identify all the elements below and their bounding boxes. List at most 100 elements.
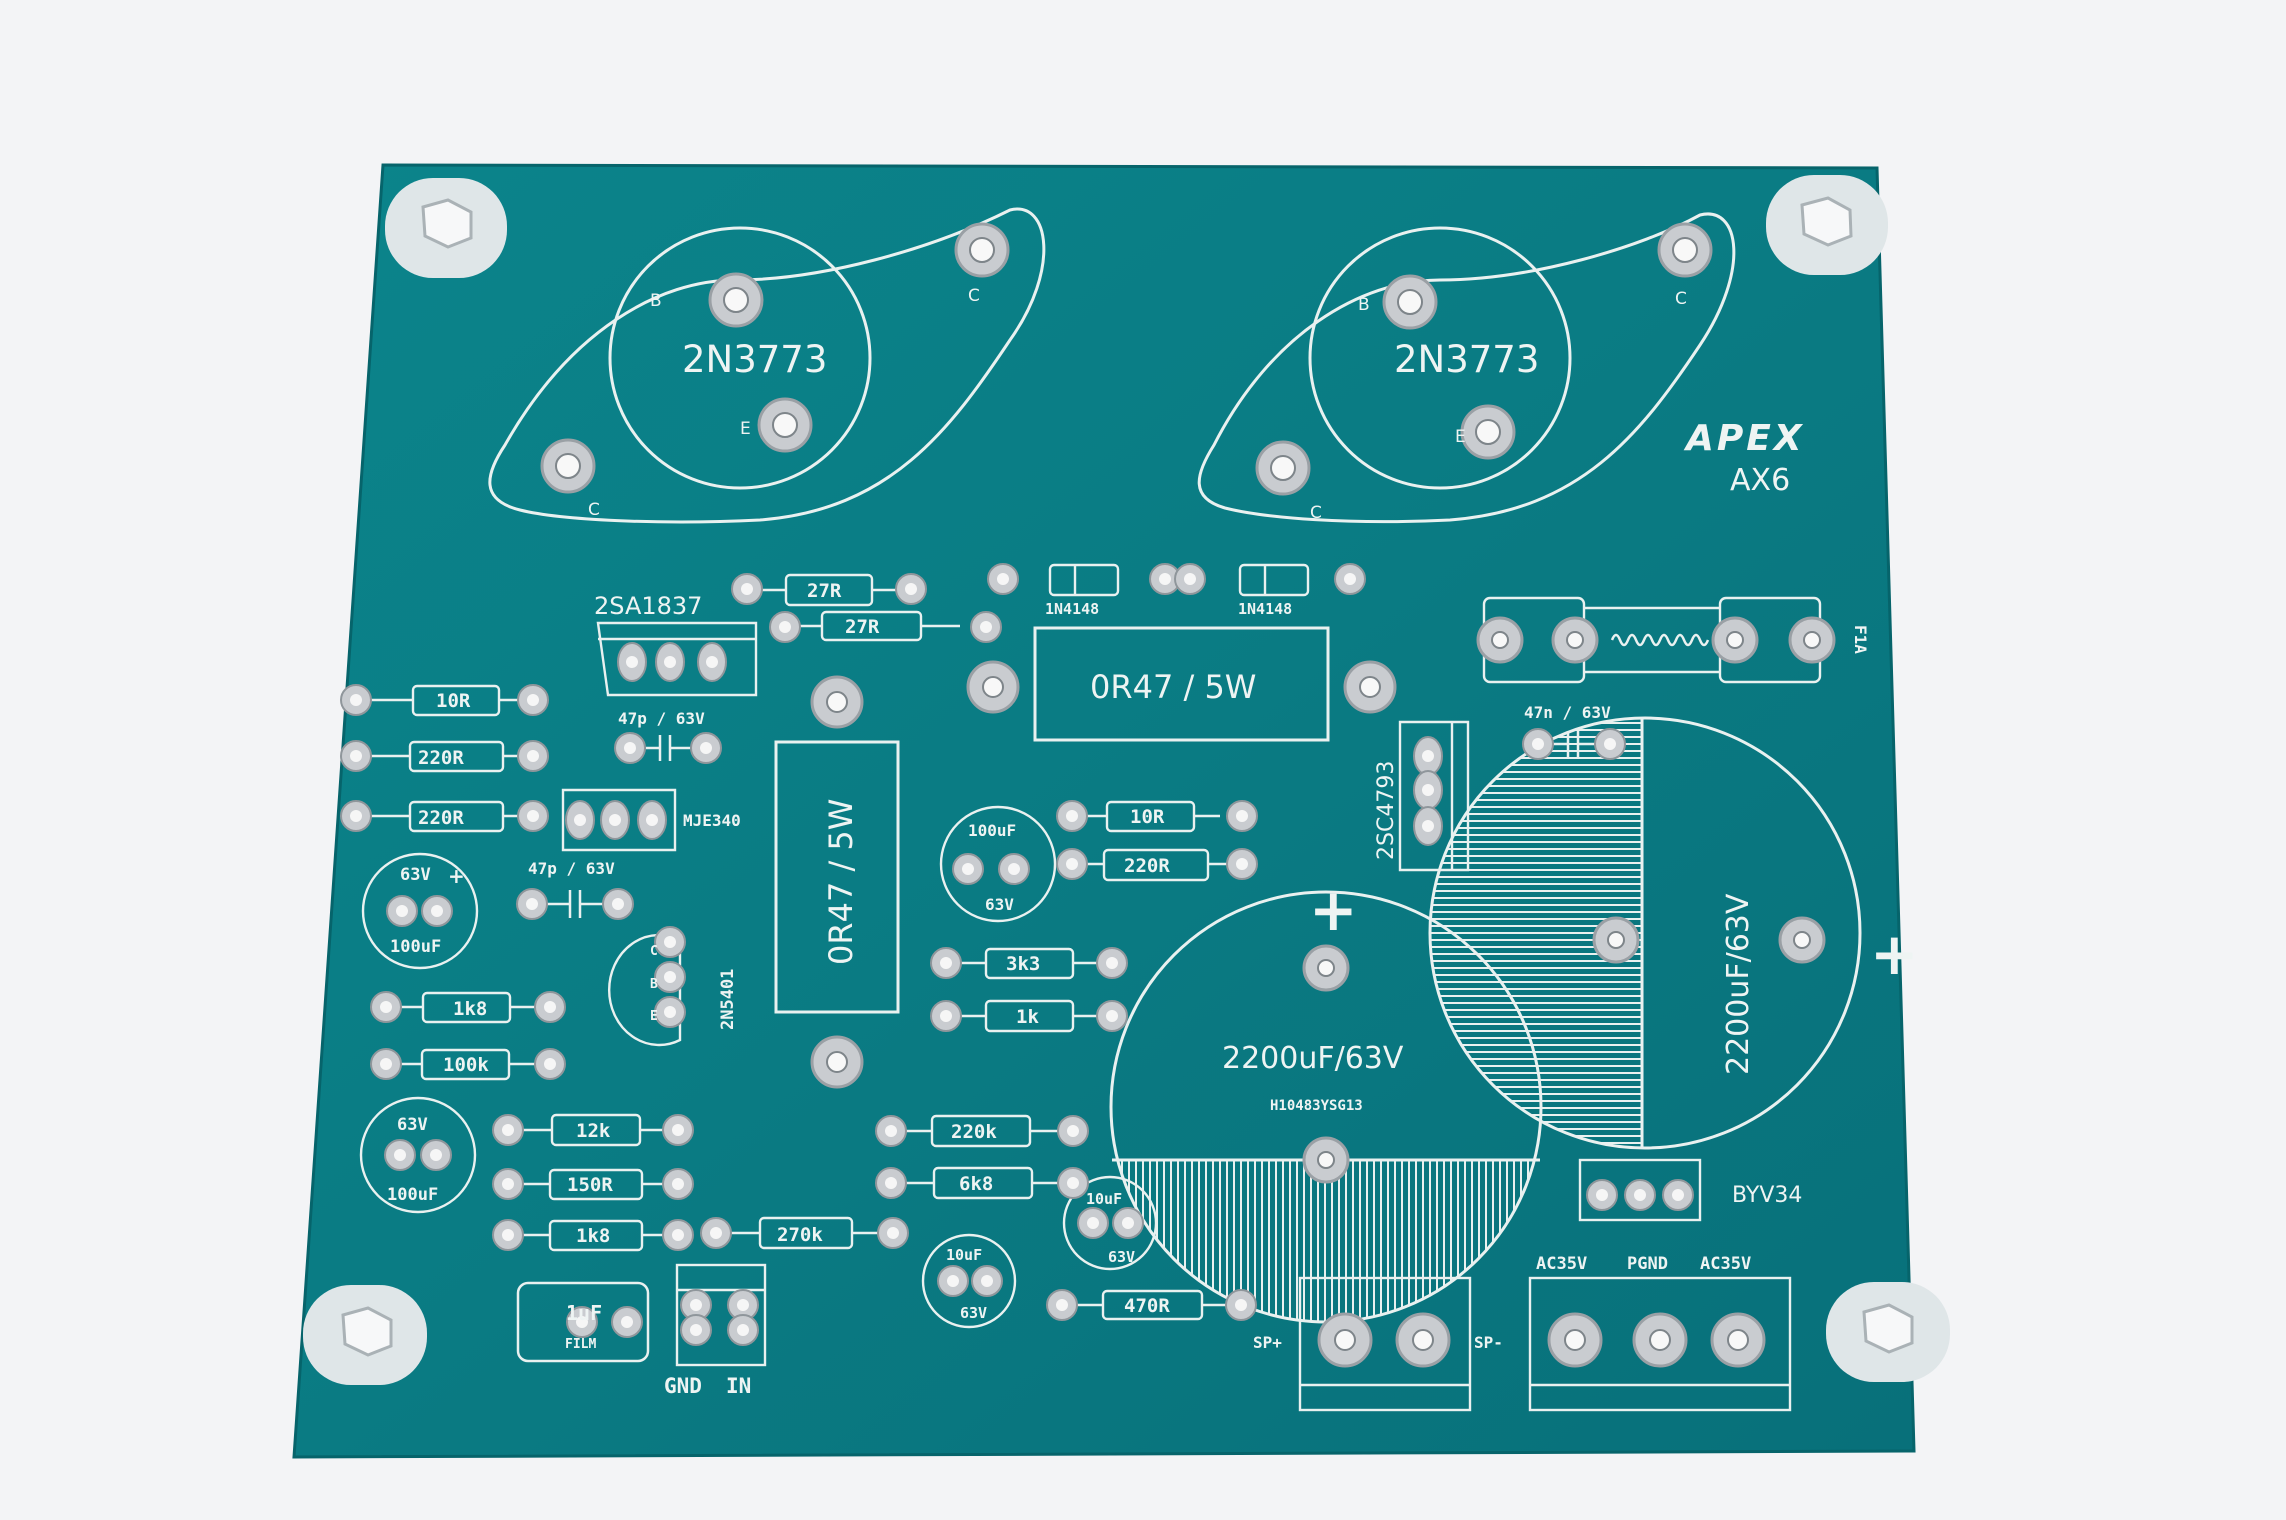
solder-pad — [1056, 1299, 1068, 1311]
label-sp-minus: SP- — [1474, 1333, 1503, 1352]
label-cap-100uf-c-voltage: 63V — [985, 895, 1014, 914]
resistor-leads — [370, 588, 1230, 1307]
solder-pad — [1727, 1329, 1749, 1351]
label-cap-10uf-b-top: 10uF — [946, 1246, 982, 1264]
solder-pad — [574, 814, 586, 826]
solder-pad — [1359, 676, 1381, 698]
label-3k3: 3k3 — [1006, 953, 1040, 975]
solder-pad — [1397, 289, 1423, 315]
solder-pad — [1726, 631, 1744, 649]
label-1uf: 1uF — [566, 1301, 602, 1325]
pcb-board — [292, 163, 1916, 1459]
solder-pad — [1159, 573, 1171, 585]
label-cap-10uf-a-voltage: 63V — [1108, 1248, 1135, 1266]
solder-pad — [1317, 959, 1335, 977]
label-cap-2200uf-b-plus: + — [1870, 920, 1919, 988]
label-47p-a: 47p / 63V — [618, 709, 705, 728]
solder-pad — [947, 1275, 959, 1287]
solder-pad — [1649, 1329, 1671, 1351]
label-220k: 220k — [951, 1121, 997, 1143]
label-cap-100uf-a-voltage: 63V — [400, 865, 431, 885]
solder-pad — [1672, 1189, 1684, 1201]
solder-pad — [940, 1010, 952, 1022]
label-2sa1837: 2SA1837 — [594, 592, 702, 620]
solder-pad — [885, 1125, 897, 1137]
label-byv34: BYV34 — [1732, 1183, 1802, 1208]
solder-pad — [394, 1149, 406, 1161]
label-cap-100uf-c-top: 100uF — [968, 821, 1016, 840]
solder-pad — [1672, 237, 1698, 263]
solder-pad — [723, 287, 749, 313]
label-10r-b: 10R — [1130, 806, 1165, 828]
label-fuse: F1A — [1851, 625, 1870, 654]
solder-pad — [1491, 631, 1509, 649]
solder-pad — [887, 1227, 899, 1239]
solder-pad — [982, 676, 1004, 698]
solder-pad — [690, 1299, 702, 1311]
solder-pad — [1564, 1329, 1586, 1351]
solder-pad — [940, 957, 952, 969]
label-2n5401-b: B — [650, 977, 658, 992]
solder-pad — [1634, 1189, 1646, 1201]
label-1k8-b: 1k8 — [576, 1225, 610, 1247]
solder-pad — [741, 583, 753, 595]
solder-pad — [1596, 1189, 1608, 1201]
solder-pad — [624, 742, 636, 754]
solder-pad — [555, 453, 581, 479]
label-6k8: 6k8 — [959, 1173, 993, 1195]
solder-pad — [700, 742, 712, 754]
solder-pad — [826, 691, 848, 713]
solder-pad — [430, 1149, 442, 1161]
solder-pad — [1793, 931, 1811, 949]
label-220r-b: 220R — [418, 807, 464, 829]
label-cap-2200uf-a-plus: + — [1309, 876, 1358, 944]
q2-collector-top-label: C — [1675, 289, 1687, 309]
label-12k: 12k — [576, 1120, 611, 1142]
q2-base-label: B — [1358, 295, 1370, 315]
solder-pad — [779, 621, 791, 633]
solder-pad — [664, 1006, 676, 1018]
label-47p-b: 47p / 63V — [528, 859, 615, 878]
solder-pad — [350, 750, 362, 762]
model-label: AX6 — [1730, 463, 1790, 498]
solder-pad — [672, 1178, 684, 1190]
q1-base-label: B — [650, 291, 662, 311]
label-in: IN — [726, 1374, 751, 1398]
label-film: FILM — [565, 1337, 596, 1352]
solder-pad — [1184, 573, 1196, 585]
label-cap-2200uf-b: 2200uF/63V — [1721, 893, 1756, 1075]
solder-pad — [672, 1124, 684, 1136]
solder-pad — [1008, 863, 1020, 875]
solder-pad — [772, 412, 798, 438]
label-mje340: MJE340 — [683, 811, 741, 830]
solder-pad — [612, 898, 624, 910]
resistor-0r47-h-outline — [1033, 626, 1330, 742]
solder-pad — [969, 237, 995, 263]
solder-pad — [1067, 1125, 1079, 1137]
resistor-0r47-v-outline — [774, 740, 900, 1014]
solder-pad — [646, 814, 658, 826]
solder-pad — [737, 1299, 749, 1311]
label-2n5401-e: E — [650, 1009, 658, 1024]
ceramic-cap-outlines — [516, 731, 1595, 1363]
label-sp-plus: SP+ — [1253, 1333, 1282, 1352]
solder-pad — [527, 810, 539, 822]
solder-pad — [737, 1324, 749, 1336]
label-1k: 1k — [1016, 1006, 1039, 1028]
solder-pad — [609, 814, 621, 826]
solder-pad — [1803, 631, 1821, 649]
solder-pad — [664, 656, 676, 668]
q1-collector-bottom-label: C — [588, 500, 600, 520]
solder-pad — [1422, 820, 1434, 832]
brand-logo-text: APEX — [1683, 418, 1805, 459]
label-100k: 100k — [443, 1054, 489, 1076]
label-ac35v-b: AC35V — [1700, 1254, 1751, 1274]
label-cap-100uf-b: 100uF — [387, 1185, 438, 1205]
solder-pad — [672, 1229, 684, 1241]
solder-pad — [1236, 810, 1248, 822]
label-150r: 150R — [567, 1174, 613, 1196]
label-cap-2200uf-a: 2200uF/63V — [1222, 1041, 1404, 1076]
solder-pad — [1604, 738, 1616, 750]
mounting-holes — [303, 175, 1950, 1385]
